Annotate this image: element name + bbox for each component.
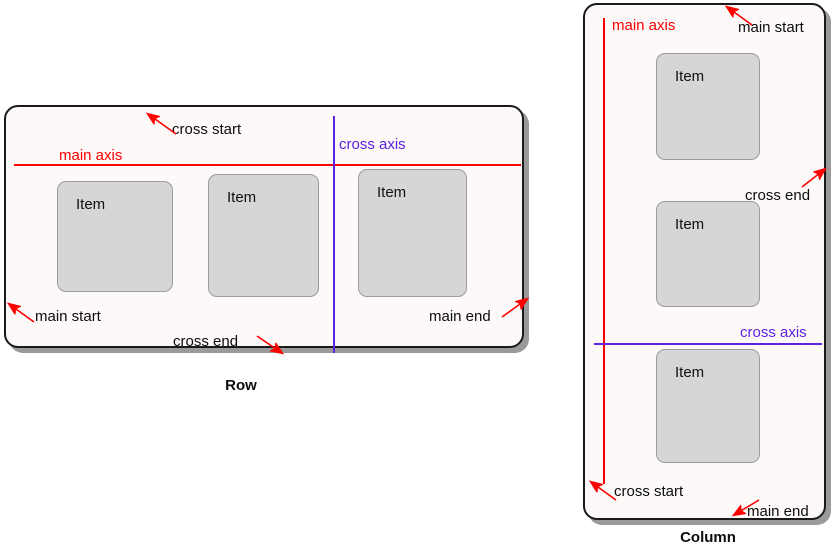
row-main-end-arrow-icon xyxy=(501,295,530,318)
row-caption: Row xyxy=(225,377,257,394)
row-item-1-label: Item xyxy=(76,196,106,213)
row-cross-axis-label: cross axis xyxy=(339,136,406,153)
row-main-start-label: main start xyxy=(35,308,101,325)
row-flex-container: main axis cross axis Item Item Item cros… xyxy=(4,105,524,353)
row-cross-end-label: cross end xyxy=(173,333,239,350)
row-cross-start-arrow-icon xyxy=(144,110,177,135)
column-cross-axis-line xyxy=(594,343,822,345)
column-flex-container: main axis cross axis Item Item Item main… xyxy=(583,3,826,520)
row-item-3: Item xyxy=(358,169,467,297)
column-cross-end-arrow-icon xyxy=(801,165,828,188)
row-item-2: Item xyxy=(208,174,319,297)
column-main-axis-label: main axis xyxy=(612,17,676,34)
column-cross-start-arrow-icon xyxy=(588,478,617,501)
column-cross-end-label: cross end xyxy=(745,187,811,204)
column-item-3: Item xyxy=(656,349,760,463)
row-cross-axis-line xyxy=(333,116,335,353)
column-item-1-label: Item xyxy=(675,68,705,85)
row-cross-end-arrow-icon xyxy=(256,335,285,358)
column-main-axis-line xyxy=(603,18,605,484)
row-main-axis-line xyxy=(14,164,521,166)
column-main-start-arrow-icon xyxy=(724,3,753,26)
row-cross-start-label: cross start xyxy=(172,121,242,138)
row-main-start-arrow-icon xyxy=(6,300,35,323)
column-cross-start-label: cross start xyxy=(614,483,684,500)
column-main-end-arrow-icon xyxy=(731,499,760,521)
column-item-2: Item xyxy=(656,201,760,307)
row-item-3-label: Item xyxy=(377,184,407,201)
column-item-3-label: Item xyxy=(675,364,705,381)
row-item-2-label: Item xyxy=(227,189,257,206)
column-cross-axis-label: cross axis xyxy=(740,324,807,341)
column-item-2-label: Item xyxy=(675,216,705,233)
row-main-axis-label: main axis xyxy=(59,147,123,164)
row-item-1: Item xyxy=(57,181,173,292)
row-main-end-label: main end xyxy=(429,308,491,325)
column-caption: Column xyxy=(680,529,736,546)
column-item-1: Item xyxy=(656,53,760,160)
column-main-end-label: main end xyxy=(747,503,809,520)
column-main-start-label: main start xyxy=(738,19,804,36)
